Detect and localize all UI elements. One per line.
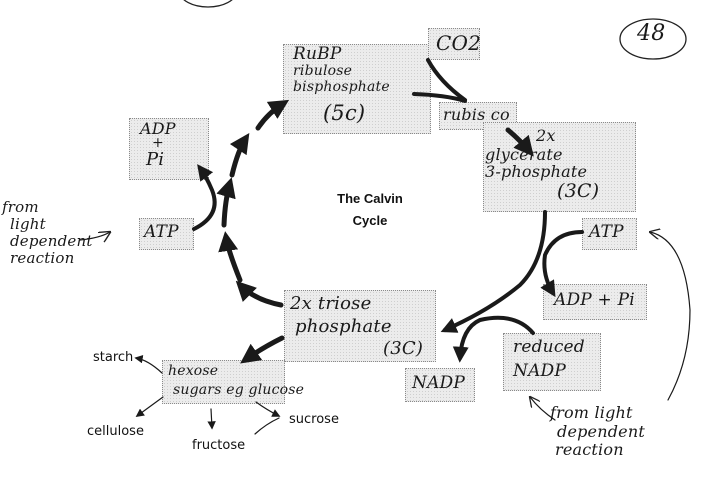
- diagram-title: The Calvin Cycle: [320, 188, 420, 232]
- atp-left-box: [139, 218, 194, 250]
- product-sucrose: sucrose: [289, 412, 339, 427]
- reduced-nadp-line1: reduced: [513, 337, 585, 357]
- reduced-nadp-box: [503, 333, 601, 391]
- cycle-arrow-to-rubp: [255, 99, 290, 131]
- rubp-box: [283, 44, 431, 134]
- hexose-to-fructose-arrow: [207, 408, 216, 430]
- from-light-bottom-line1: from light: [550, 403, 633, 422]
- triose-line1: 2x triose: [290, 293, 372, 314]
- hexose-to-cellulose-arrow: [135, 396, 164, 417]
- g3p-name-line2: 3-phosphate: [485, 162, 588, 181]
- triose-phosphate-box: [284, 290, 436, 362]
- hexose-line1: hexose: [168, 363, 219, 379]
- rubp-name-line2: bisphosphate: [293, 79, 390, 95]
- partial-circle-mark: [183, 0, 233, 8]
- rubp-carbons: (5c): [323, 101, 366, 125]
- product-fructose: fructose: [192, 438, 246, 453]
- rubp-name-line1: ribulose: [293, 63, 353, 79]
- title-line2: Cycle: [352, 213, 388, 228]
- page-number-circle: [619, 18, 687, 60]
- g3p-carbons: (3C): [557, 180, 600, 202]
- from-light-left-line2: light: [10, 215, 46, 233]
- cycle-arrow-left-mid: [216, 177, 236, 228]
- reduced-nadp-line2: NADP: [513, 361, 567, 381]
- nadp-label: NADP: [412, 373, 466, 393]
- glycerate-3-phosphate-box: [483, 122, 636, 212]
- adp-left-line1: ADP: [140, 119, 176, 138]
- rubp-label: RuBP: [293, 44, 342, 64]
- from-light-left-line1: from: [2, 198, 39, 216]
- fructose-to-sucrose-arrow: [254, 417, 280, 435]
- light-to-reduced-nadp-arrow: [530, 397, 556, 421]
- product-starch: starch: [93, 350, 134, 365]
- glucose-to-sucrose-arrow: [255, 401, 281, 417]
- cycle-arrow-left-lower: [218, 231, 243, 283]
- rubisco-label: rubis co: [443, 105, 510, 124]
- from-light-bottom-line3: reaction: [555, 440, 624, 459]
- reduced-nadp-to-nadp-arrow: [452, 315, 535, 363]
- page-number: 48: [637, 21, 666, 46]
- product-cellulose: cellulose: [87, 424, 144, 439]
- g3p-to-triose-arrow: [440, 210, 547, 333]
- atp-left-label: ATP: [144, 222, 179, 242]
- atp-left-to-adp-arrow: [192, 164, 217, 231]
- g3p-multiplier: 2x: [536, 126, 556, 145]
- from-light-left-line4: reaction: [10, 249, 75, 267]
- hexose-sugars-box: [162, 360, 285, 404]
- adp-left-pi: Pi: [146, 149, 165, 170]
- adp-pi-left-box: [129, 118, 209, 180]
- rubp-to-rubisco-line: [412, 92, 467, 103]
- adp-pi-right-label: ADP + Pi: [554, 290, 635, 310]
- co2-label: CO2: [436, 31, 482, 55]
- cycle-arrow-left-upper: [229, 133, 250, 178]
- hexose-to-starch-arrow: [134, 354, 163, 374]
- title-line1: The Calvin: [337, 191, 403, 206]
- triose-line2: phosphate: [295, 316, 392, 337]
- adp-pi-right-box: [543, 284, 647, 320]
- triose-carbons: (3C): [383, 338, 424, 359]
- atp-right-box: [582, 218, 637, 250]
- atp-right-label: ATP: [589, 222, 624, 242]
- rubisco-to-g3p-arrow: [505, 127, 534, 157]
- hexose-line2: sugars eg glucose: [173, 382, 305, 398]
- co2-box: [428, 28, 480, 60]
- light-to-atp-left-arrow: [79, 232, 110, 240]
- cycle-arrow-triose-to-left: [235, 280, 284, 308]
- adp-left-plus: +: [152, 135, 164, 151]
- nadp-box: [405, 368, 475, 402]
- from-light-left-line3: dependent: [10, 232, 93, 250]
- atp-right-to-adp-arrow: [540, 230, 584, 298]
- light-loop-to-atp-right: [650, 232, 691, 401]
- co2-arrow: [426, 58, 467, 102]
- from-light-bottom-line2: dependent: [557, 422, 645, 441]
- triose-to-hexose-arrow: [240, 335, 285, 364]
